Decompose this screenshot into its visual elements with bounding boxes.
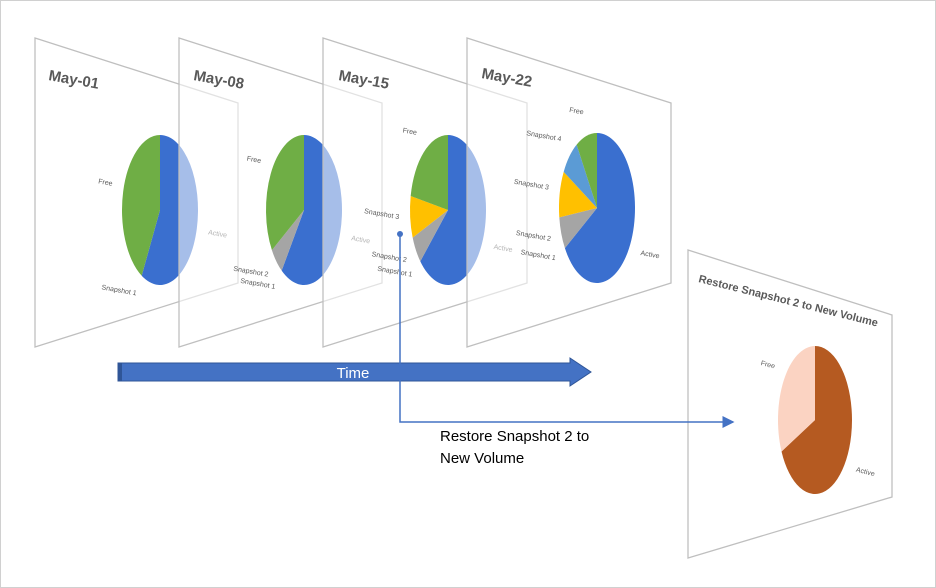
- pie-slice-snapshot-4: [563, 144, 597, 208]
- pie-slice-restore-active: [781, 346, 853, 495]
- snapshot-panel-5: Restore Snapshot 2 to New VolumeActiveFr…: [687, 249, 893, 559]
- pie-label-free: Free: [569, 107, 584, 116]
- pie-label-free: Free: [98, 178, 113, 187]
- restore-caption: Restore Snapshot 2 to New Volume: [440, 426, 640, 470]
- pie-slice-free: [266, 135, 304, 251]
- pie-slice-snapshot-3: [410, 195, 448, 238]
- restore-connector: [397, 231, 735, 428]
- pie-slice-restore-free: [778, 346, 815, 452]
- restore-caption-line2: New Volume: [440, 450, 525, 467]
- pie-slice-free: [576, 133, 597, 208]
- pie-slice-snapshot-2: [412, 210, 448, 262]
- time-label: Time: [337, 365, 370, 382]
- pie-label-active: Active: [640, 250, 660, 260]
- pie-slice-active: [564, 133, 636, 284]
- pie-label-free: Free: [402, 127, 417, 136]
- pie-slice-snapshot-2: [271, 210, 304, 271]
- pie-slice-free: [122, 135, 160, 276]
- pie-slice-free: [410, 135, 448, 210]
- pie-slice-snapshot-3: [559, 171, 597, 218]
- pie-label-active: Active: [855, 467, 875, 478]
- time-arrow: Time: [117, 357, 592, 387]
- pie-slice-snapshot-2: [559, 208, 597, 249]
- pie-label-free: Free: [760, 360, 776, 370]
- restore-caption-line1: Restore Snapshot 2 to: [440, 428, 590, 445]
- pie-label-free: Free: [246, 156, 261, 165]
